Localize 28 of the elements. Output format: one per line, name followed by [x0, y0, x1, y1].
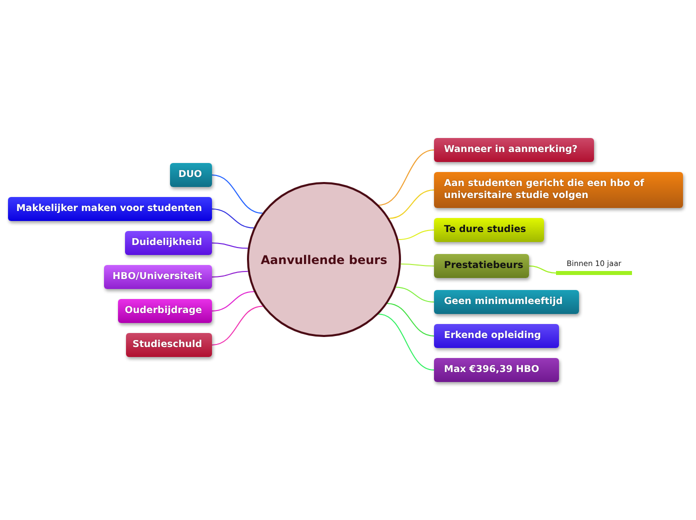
topic-box: Prestatiebeurs [434, 254, 529, 278]
topic-box: Max €396,39 HBO [434, 358, 559, 382]
topic-box: Wanneer in aanmerking? [434, 138, 594, 162]
central-topic-circle: Aanvullende beurs [247, 182, 401, 337]
topic-box: Ouderbijdrage [118, 299, 212, 323]
topic-box: HBO/Universiteit [104, 265, 212, 289]
topic-box: Studieschuld [126, 333, 212, 357]
branch-line [378, 150, 434, 206]
branch-line [212, 242, 248, 249]
topic-box: Makkelijker maken voor studenten [8, 197, 212, 221]
branch-line [528, 266, 556, 274]
topic-box: Aan studenten gericht die een hbo of universitaire studie volgen [434, 172, 683, 208]
branch-line [386, 302, 434, 336]
branch-line [395, 286, 434, 302]
branch-line [388, 190, 434, 219]
topic-box: DUO [170, 163, 212, 187]
topic-box: Te dure studies [434, 218, 544, 242]
branch-line [398, 230, 434, 240]
branch-line [212, 174, 264, 214]
branch-line [212, 270, 248, 278]
branch-line [378, 314, 434, 370]
branch-line [212, 306, 264, 346]
branch-line [212, 208, 254, 228]
topic-box: Erkende opleiding [434, 324, 559, 348]
branch-line [400, 264, 434, 266]
branch-line [212, 291, 255, 312]
topic-box: Geen minimumleeftijd [434, 290, 579, 314]
topic-box: Duidelijkheid [125, 231, 212, 255]
